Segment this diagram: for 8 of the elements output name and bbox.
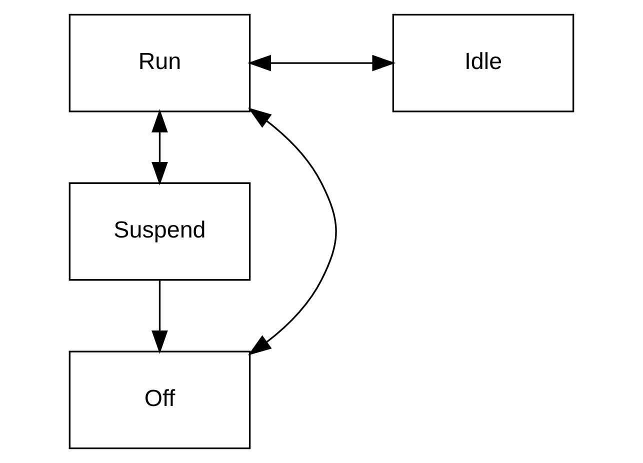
node-box: Idle (392, 14, 574, 112)
node-box: Off (68, 350, 251, 450)
arrow (152, 109, 168, 186)
arrow (248, 108, 337, 356)
node-box: Suspend (68, 182, 251, 281)
arrow (152, 280, 168, 354)
node-box: Run (68, 14, 251, 112)
arrow (248, 54, 396, 72)
